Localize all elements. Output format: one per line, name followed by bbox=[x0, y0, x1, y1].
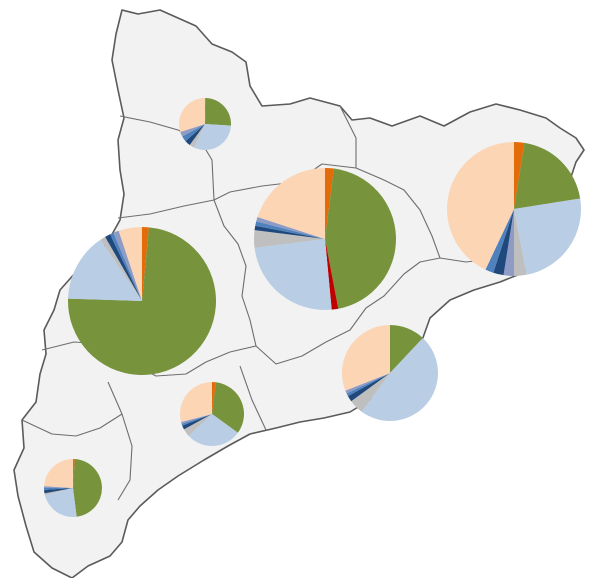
pie-slice-grey bbox=[189, 124, 205, 148]
pie-slice-steel-blue bbox=[255, 221, 325, 239]
comarca-ne-pie bbox=[447, 141, 582, 276]
pie-slice-grey bbox=[183, 414, 212, 436]
pie-slice-light-blue bbox=[68, 239, 142, 301]
pie-slice-peach bbox=[257, 167, 325, 239]
pie-slice-peach bbox=[178, 98, 205, 133]
pie-slice-lavender bbox=[503, 209, 514, 276]
pie-slice-orange bbox=[142, 227, 149, 301]
pie-slice-orange bbox=[325, 168, 334, 239]
pie-slice-peach bbox=[180, 382, 212, 422]
region-border bbox=[21, 413, 123, 437]
comarca-west-pie bbox=[68, 227, 217, 376]
pie-slice-light-blue bbox=[44, 488, 77, 517]
region-border bbox=[213, 199, 327, 365]
pie-slice-light-blue bbox=[254, 239, 332, 310]
pie-slice-navy bbox=[254, 225, 325, 239]
pie-slice-peach bbox=[447, 142, 514, 270]
region-border bbox=[325, 257, 501, 343]
pie-slice-light-blue bbox=[514, 198, 582, 275]
pie-slice-light-blue bbox=[361, 338, 438, 421]
pie-slice-green bbox=[325, 168, 396, 309]
pie-slice-orange bbox=[514, 141, 525, 209]
comarca-coast-pie bbox=[341, 325, 438, 421]
pie-slice-orange bbox=[212, 381, 217, 414]
pie-slice-green bbox=[390, 325, 423, 373]
pie-slice-green bbox=[68, 227, 217, 376]
pie-slice-lavender bbox=[345, 373, 390, 394]
pie-slice-orange bbox=[205, 97, 206, 124]
pie-slice-navy bbox=[493, 209, 514, 276]
pie-slice-green bbox=[514, 142, 581, 209]
pie-slice-navy bbox=[182, 414, 212, 430]
pie-slice-navy bbox=[347, 373, 390, 402]
pie-slice-grey bbox=[514, 209, 527, 276]
pie-slice-steel-blue bbox=[110, 232, 142, 301]
pie-slice-navy bbox=[44, 488, 73, 494]
comarca-nw-pie bbox=[178, 97, 232, 151]
pie-slice-grey bbox=[253, 230, 325, 248]
pie-slice-navy bbox=[185, 124, 205, 146]
pie-slice-lavender bbox=[256, 217, 325, 239]
pie-slice-grey bbox=[44, 488, 73, 496]
pie-slice-lavender bbox=[44, 486, 73, 488]
pie-slice-light-blue bbox=[188, 414, 238, 447]
pie-slice-grey bbox=[100, 236, 142, 301]
pie-slice-steel-blue bbox=[181, 414, 212, 426]
comarca-south-pie bbox=[180, 381, 245, 447]
region-border bbox=[239, 365, 267, 431]
region-border bbox=[107, 381, 133, 501]
pie-charts bbox=[44, 97, 582, 517]
pie-slice-steel-blue bbox=[346, 373, 390, 397]
pie-slice-green bbox=[73, 459, 102, 517]
pie-slice-lavender bbox=[180, 124, 205, 137]
pie-slice-peach bbox=[44, 459, 73, 488]
comarca-sw-pie bbox=[44, 459, 102, 517]
region-border bbox=[339, 105, 441, 259]
pie-slice-steel-blue bbox=[44, 488, 73, 490]
pie-slice-lavender bbox=[113, 230, 142, 301]
pie-slice-steel-blue bbox=[485, 209, 514, 273]
pie-slice-red bbox=[325, 239, 339, 310]
comarca-centre-pie bbox=[253, 167, 396, 310]
pie-slice-green bbox=[212, 382, 245, 433]
pie-slice-lavender bbox=[181, 414, 212, 424]
pie-slice-grey bbox=[351, 373, 390, 412]
pie-slice-peach bbox=[118, 227, 142, 301]
pie-slice-green bbox=[205, 98, 232, 126]
pie-slice-steel-blue bbox=[182, 124, 205, 142]
pie-slice-light-blue bbox=[193, 124, 231, 151]
pie-slice-peach bbox=[341, 325, 390, 391]
pie-slice-navy bbox=[105, 234, 142, 301]
pie-slice-orange bbox=[73, 459, 75, 488]
